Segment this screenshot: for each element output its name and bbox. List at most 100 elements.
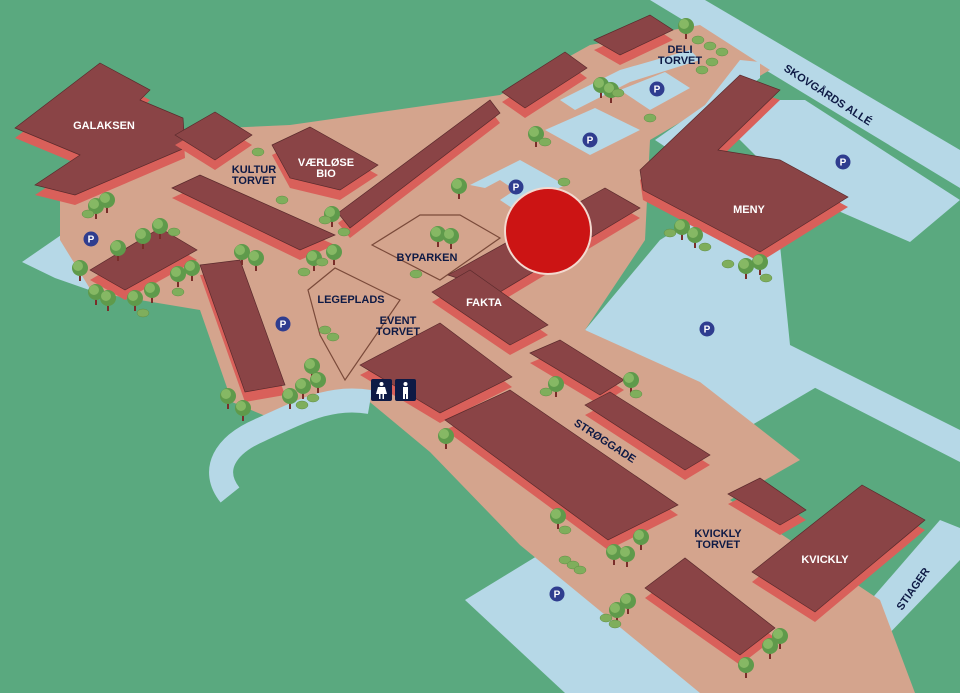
label-fakta[interactable]: FAKTA xyxy=(466,297,502,309)
parking-icon[interactable]: P xyxy=(83,231,99,247)
bush-icon xyxy=(297,267,311,277)
building-roof xyxy=(171,174,336,251)
parking-icon[interactable]: P xyxy=(275,316,291,332)
bush-icon xyxy=(539,387,553,397)
building-west-long[interactable] xyxy=(199,259,286,402)
toilet-women-icon[interactable] xyxy=(371,379,392,401)
tree-icon xyxy=(170,266,186,287)
tree-icon xyxy=(310,372,326,393)
parking-markers: P P P P P P P P xyxy=(83,81,851,602)
label-legeplads[interactable]: LEGEPLADS xyxy=(317,294,384,306)
building-stroeggade-small-2[interactable] xyxy=(584,391,711,480)
legeplads-outline xyxy=(307,267,401,382)
tree-icon xyxy=(738,657,754,678)
bush-icon xyxy=(573,565,587,575)
building-kultur[interactable] xyxy=(174,111,253,170)
bush-icon xyxy=(318,215,332,225)
building-kultur-bar[interactable] xyxy=(171,174,336,260)
building-top-middle[interactable] xyxy=(501,51,588,118)
tree-icon xyxy=(248,250,264,271)
parking-icon[interactable]: P xyxy=(508,179,524,195)
building-south[interactable] xyxy=(644,557,776,665)
tree-icon xyxy=(762,638,778,659)
bush-icon xyxy=(759,273,773,283)
parking-label: P xyxy=(280,320,287,331)
building-vaerloese-bio[interactable] xyxy=(271,126,379,200)
building-roof xyxy=(337,99,501,229)
road-west-curve[interactable] xyxy=(209,388,373,503)
building-meny[interactable] xyxy=(639,74,849,262)
tree-icon xyxy=(738,258,754,279)
building-diagonal-bar[interactable] xyxy=(337,99,501,238)
bush-icon xyxy=(337,227,351,237)
parking-icon[interactable]: P xyxy=(582,132,598,148)
parking-icon[interactable]: P xyxy=(835,154,851,170)
tree-icon xyxy=(99,192,115,213)
bush-icon xyxy=(558,555,572,565)
parking-icon[interactable]: P xyxy=(699,321,715,337)
bush-icon xyxy=(599,613,613,623)
label-meny[interactable]: MENY xyxy=(733,204,765,216)
label-byparken[interactable]: BYPARKEN xyxy=(397,252,458,264)
building-fakta[interactable] xyxy=(431,269,549,355)
toilet-signs[interactable] xyxy=(371,379,416,401)
tree-icon xyxy=(430,226,446,247)
tree-icon xyxy=(623,372,639,393)
bush-icon xyxy=(608,619,622,629)
building-galaksen[interactable] xyxy=(14,62,186,205)
tree-icon xyxy=(234,244,250,265)
label-galaksen[interactable]: GALAKSEN xyxy=(73,120,135,132)
building-roof xyxy=(271,126,379,191)
parking-area-meny[interactable] xyxy=(700,100,960,242)
building-west-block[interactable] xyxy=(89,227,198,300)
tree-icon xyxy=(633,529,649,550)
parking-label: P xyxy=(554,590,561,601)
building-kvickly-small[interactable] xyxy=(727,477,807,535)
tree-icon xyxy=(606,544,622,565)
parking-label: P xyxy=(88,235,95,246)
building-roof xyxy=(584,391,711,471)
bush-icon xyxy=(318,325,332,335)
toilet-men-icon[interactable] xyxy=(395,379,416,401)
building-roof xyxy=(199,259,286,393)
building-roof xyxy=(501,51,588,109)
label-kvickly[interactable]: KVICKLY xyxy=(801,554,849,566)
bush-icon xyxy=(136,308,150,318)
bush-icon xyxy=(295,400,309,410)
tree-icon xyxy=(295,378,311,399)
parking-label: P xyxy=(704,325,711,336)
tree-icon xyxy=(220,388,236,409)
tree-icon xyxy=(550,508,566,529)
building-stroeggade-big[interactable] xyxy=(444,389,679,550)
bush-icon xyxy=(558,525,572,535)
tree-icon xyxy=(687,227,703,248)
tree-icon xyxy=(282,388,298,409)
tree-icon xyxy=(619,546,635,567)
bush-icon xyxy=(538,137,552,147)
tree-icon xyxy=(184,260,200,281)
tree-icon xyxy=(678,18,694,39)
building-roof xyxy=(431,269,549,346)
building-kvickly[interactable] xyxy=(751,484,926,622)
tree-icon xyxy=(144,282,160,303)
bush-icon xyxy=(326,332,340,342)
parking-icon[interactable]: P xyxy=(649,81,665,97)
current-location-marker[interactable] xyxy=(504,187,592,275)
building-deli[interactable] xyxy=(593,14,674,65)
bush-icon xyxy=(698,242,712,252)
tree-icon xyxy=(127,290,143,311)
parking-area-east[interactable] xyxy=(585,215,960,462)
parking-label: P xyxy=(587,136,594,147)
parking-icon[interactable]: P xyxy=(549,586,565,602)
tree-icon xyxy=(152,218,168,239)
building-roof xyxy=(593,14,674,56)
tree-icon xyxy=(110,240,126,261)
byparken-outline xyxy=(370,214,502,281)
bush-icon xyxy=(557,177,571,187)
